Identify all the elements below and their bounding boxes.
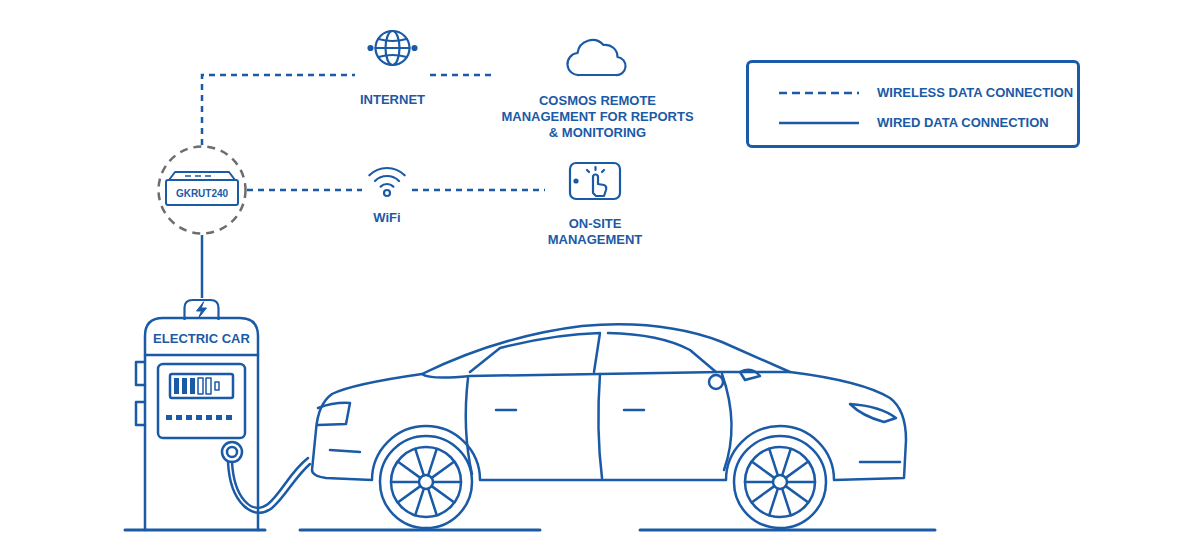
solid-sample xyxy=(779,122,859,125)
icon-node: COSMOS REMOTE MANAGEMENT FOR REPORTS & M… xyxy=(495,35,700,141)
wheel-spoke xyxy=(752,461,775,477)
tap-marks xyxy=(587,167,604,172)
car-wheels xyxy=(380,436,826,528)
wheel-tyre xyxy=(734,436,826,528)
wifi-arc xyxy=(369,168,404,175)
charger-cap-outline xyxy=(185,300,219,320)
globe-dot xyxy=(413,46,417,50)
wireless-connector xyxy=(430,74,495,77)
wifi-dot xyxy=(384,190,390,196)
wheel-spoke xyxy=(787,481,815,484)
legend-sample xyxy=(777,118,861,128)
wheel-spoke xyxy=(786,486,809,502)
legend-sample xyxy=(777,88,861,98)
wheel-rim xyxy=(745,447,815,517)
node-label: ON-SITE MANAGEMENT xyxy=(545,216,645,248)
legend-label: WIRED DATA CONNECTION xyxy=(877,115,1049,131)
wheel-spoke xyxy=(398,486,421,502)
wheel-spoke xyxy=(786,461,809,477)
wifi-arc xyxy=(381,184,394,187)
wheel-spoke xyxy=(391,481,419,484)
icon-node: WiFi xyxy=(362,160,412,226)
globe-outline xyxy=(376,31,410,65)
wheel-spoke xyxy=(428,449,437,476)
legend-box: WIRELESS DATA CONNECTION WIRED DATA CONNE… xyxy=(746,60,1080,148)
globe-dot xyxy=(369,46,373,50)
wireless-connector xyxy=(202,75,355,145)
tablet-icon xyxy=(545,160,645,202)
cloud-icon xyxy=(495,35,700,81)
wheel-spoke xyxy=(769,489,778,516)
tablet-outline xyxy=(570,163,620,199)
globe-line xyxy=(379,55,407,57)
wheel-spoke xyxy=(428,489,437,516)
legend-row: WIRELESS DATA CONNECTION xyxy=(749,78,1077,108)
wheel-rim xyxy=(391,447,461,517)
icon-node: INTERNET xyxy=(355,28,430,108)
wheel-spoke xyxy=(398,461,421,477)
hand-pointer xyxy=(593,175,606,197)
router-vents xyxy=(185,175,211,177)
wheel-spoke xyxy=(415,449,424,476)
wireless-connector xyxy=(247,189,362,192)
ground-line xyxy=(125,529,935,532)
device-circle: GKRUT240 xyxy=(157,145,247,235)
wireless-connector xyxy=(412,189,545,192)
node-label: INTERNET xyxy=(355,92,430,108)
globe-line xyxy=(379,39,407,41)
node-label: WiFi xyxy=(362,210,412,226)
wired-connector xyxy=(201,235,204,298)
wifi-icon xyxy=(362,160,412,200)
charging-station xyxy=(136,318,310,530)
globe-icon xyxy=(355,28,430,68)
wheel-spoke xyxy=(433,481,461,484)
wheel-spoke xyxy=(432,461,455,477)
globe-line xyxy=(376,47,410,49)
wheel-spoke xyxy=(415,489,424,516)
node-label: ELECTRIC CAR xyxy=(145,331,258,347)
wheel-spoke xyxy=(769,449,778,476)
cloud-outline xyxy=(567,40,625,75)
wheel-spoke xyxy=(752,486,775,502)
legend-row: WIRED DATA CONNECTION xyxy=(749,108,1077,138)
wheel-spoke xyxy=(782,449,791,476)
charger-cap xyxy=(145,298,258,320)
icon-node: ON-SITE MANAGEMENT xyxy=(545,160,645,248)
icon-node: ELECTRIC CAR xyxy=(145,298,258,347)
tablet-button xyxy=(575,180,578,183)
legend-label: WIRELESS DATA CONNECTION xyxy=(877,85,1073,101)
node-label: COSMOS REMOTE MANAGEMENT FOR REPORTS & M… xyxy=(495,93,700,141)
wheel-spoke xyxy=(782,489,791,516)
dashed-sample xyxy=(779,92,859,95)
router-lid xyxy=(169,172,235,180)
wheel-spoke xyxy=(745,481,773,484)
wheel-spoke xyxy=(432,486,455,502)
bolt-symbol xyxy=(197,302,207,318)
wifi-arc xyxy=(375,176,399,181)
wheel-tyre xyxy=(380,436,472,528)
device-label: GKRUT240 xyxy=(157,187,247,201)
